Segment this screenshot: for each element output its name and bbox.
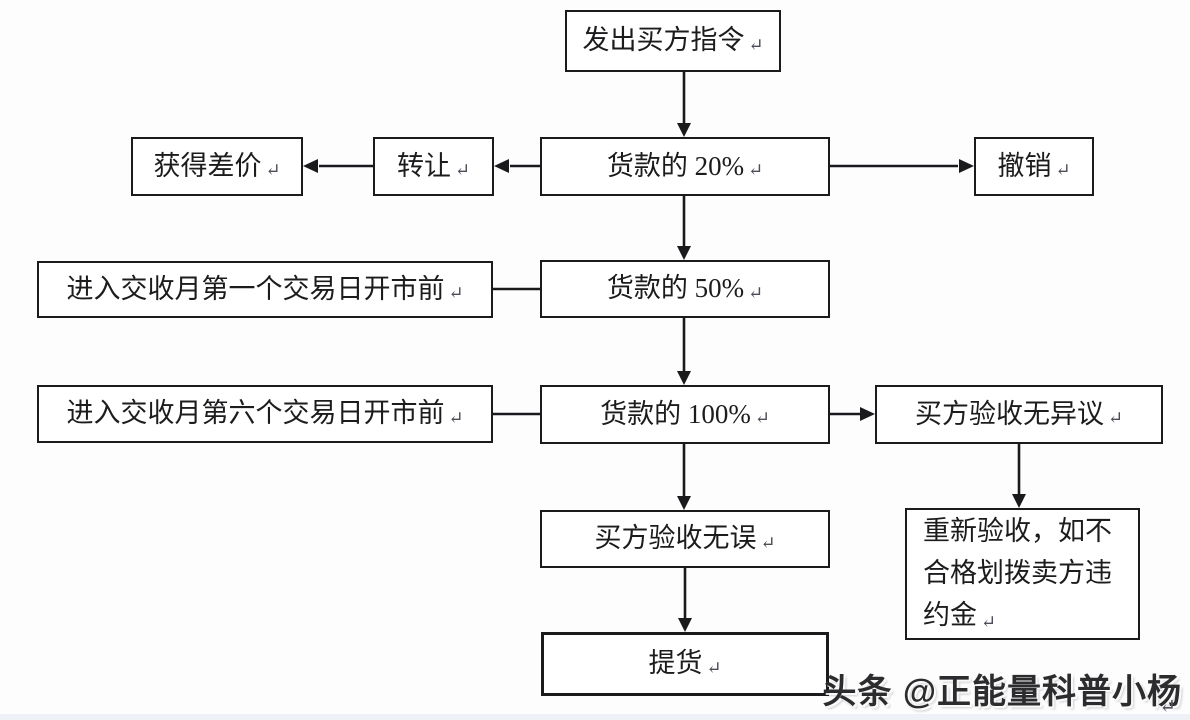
return-mark: ↵ <box>448 283 464 304</box>
return-mark: ↵ <box>454 160 471 181</box>
node-payment-20-label: 货款的 20% <box>606 150 745 181</box>
return-mark: ↵ <box>760 532 776 553</box>
node-cancel: 撤销↵ <box>974 137 1094 196</box>
node-payment-20: 货款的 20%↵ <box>540 137 830 196</box>
edge-payment-100-to-inspect-ok <box>677 444 691 510</box>
edge-payment-20-to-cancel <box>830 159 974 173</box>
edge-inspect-ok-to-pickup <box>678 568 692 632</box>
node-sixth-trading-day: 进入交收月第六个交易日开市前↵ <box>37 385 493 443</box>
node-reinspect-line-2: 合格划拨卖方违 <box>923 557 1112 588</box>
node-sixth-trading-day-label: 进入交收月第六个交易日开市前 <box>66 398 445 429</box>
node-issue-order: 发出买方指令↵ <box>565 10 781 72</box>
node-inspect-ok-label: 买方验收无误 <box>594 523 757 554</box>
node-payment-100-label: 货款的 100% <box>600 398 751 429</box>
node-payment-50-label: 货款的 50% <box>606 273 745 304</box>
bottom-edge-strip <box>0 714 1190 720</box>
edge-transfer-to-get-spread <box>303 159 373 173</box>
node-issue-order-label: 发出买方指令 <box>582 25 745 56</box>
edge-payment-50-to-payment-100 <box>677 318 691 385</box>
node-first-trading-day-label: 进入交收月第一个交易日开市前 <box>66 273 445 304</box>
edge-payment-20-to-transfer <box>494 159 540 173</box>
node-no-objection: 买方验收无异议↵ <box>875 385 1163 444</box>
node-inspect-ok: 买方验收无误↵ <box>540 510 830 568</box>
node-cancel-label: 撤销 <box>997 150 1052 181</box>
node-pickup-label: 提货 <box>648 648 703 679</box>
node-first-trading-day: 进入交收月第一个交易日开市前↵ <box>37 261 493 318</box>
return-mark: ↵ <box>748 34 764 55</box>
return-mark: ↵ <box>981 611 997 632</box>
return-mark: ↵ <box>748 160 764 181</box>
return-mark: ↵ <box>748 282 764 303</box>
return-mark: ↵ <box>1159 696 1176 718</box>
node-payment-100: 货款的 100%↵ <box>540 385 830 444</box>
node-reinspect-line-1: 重新验收，如不 <box>923 515 1112 546</box>
node-payment-50: 货款的 50%↵ <box>540 260 830 318</box>
edge-payment-100-to-no-objection <box>830 407 875 421</box>
return-mark: ↵ <box>754 408 770 429</box>
watermark-text: 头条 @正能量科普小杨 <box>822 673 1182 711</box>
node-reinspect: 重新验收，如不 合格划拨卖方违 约金↵ <box>905 508 1140 640</box>
edge-issue-order-to-payment-20 <box>677 72 691 137</box>
return-mark: ↵ <box>1107 408 1124 429</box>
node-get-spread-label: 获得差价 <box>153 150 262 181</box>
edge-no-objection-to-reinspect <box>1012 444 1026 508</box>
return-mark: ↵ <box>706 657 722 678</box>
node-get-spread: 获得差价↵ <box>131 137 303 196</box>
return-mark: ↵ <box>448 407 464 428</box>
node-pickup: 提货↵ <box>541 632 829 696</box>
node-no-objection-label: 买方验收无异议 <box>914 398 1104 429</box>
node-transfer-label: 转让 <box>396 150 451 181</box>
return-mark: ↵ <box>265 160 281 181</box>
edge-payment-20-to-payment-50 <box>677 196 691 260</box>
node-reinspect-line-3: 约金↵ <box>923 599 997 632</box>
return-mark: ↵ <box>1055 160 1071 181</box>
node-transfer: 转让↵ <box>373 137 494 196</box>
